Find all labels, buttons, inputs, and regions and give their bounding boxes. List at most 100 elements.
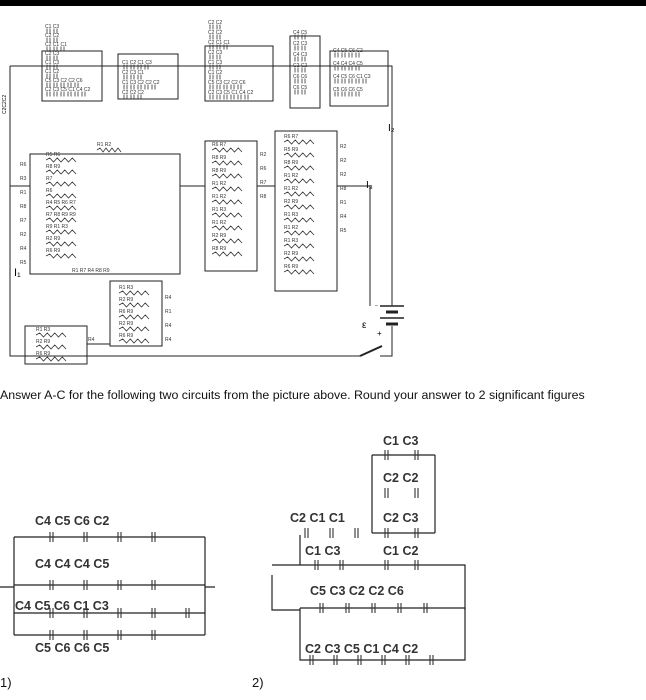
top-bank-right-a-label: C5 C3 C2 C2 C6: [208, 80, 246, 86]
top-bank-left-label: C1 C2: [45, 69, 59, 75]
top-bank-left-label: C2 C2: [45, 33, 59, 39]
top-bank-right-a-caps: [209, 64, 221, 70]
block-c-row-label: R2 R9: [284, 199, 298, 205]
block-c-row-resistor: [283, 256, 315, 262]
current-label-i3: I₃: [366, 180, 373, 191]
block-c-side-label: R8: [340, 186, 347, 192]
block-b-row-resistor: [211, 173, 243, 179]
top-bank-middle-caps: [123, 94, 142, 100]
c1-branch3-label: C4 C5 C6 C1 C3: [15, 599, 109, 613]
top-bank-right-c-label: C4 C5 C6 C1 C3: [333, 74, 371, 80]
resistor-chain-wire: [10, 185, 371, 306]
block-a-row-resistor: [45, 169, 77, 175]
block-a-row-label: R5 R6: [46, 152, 60, 158]
block-b-side-label: R8: [260, 194, 267, 200]
open-switch: [359, 345, 383, 357]
emf-label: ε: [362, 320, 367, 331]
block-b-row-label: R8 R9: [212, 246, 226, 252]
c2-bottom-caps: [309, 655, 434, 665]
block-a-frame: [29, 153, 181, 275]
c2-left-upper: C2 C1 C1: [290, 511, 345, 525]
top-bank-left-caps: [46, 82, 79, 88]
block-c-row-label: R2 R9: [284, 251, 298, 257]
top-bank-right-b-caps: [294, 45, 306, 51]
top-bank-right-a-label: C2 C1 C1: [208, 40, 230, 46]
detail-capacitor-symbols: [49, 450, 434, 665]
top-bank-left-label: C2 C3 C5 C1 C4 C2: [45, 87, 91, 93]
block-d-row-resistor: [118, 290, 150, 296]
top-bank-right-c-caps: [334, 78, 367, 84]
block-c-side-label: R5: [340, 228, 347, 234]
top-bank-right-b-caps: [294, 67, 306, 73]
block-a-row-label: R8 R9: [46, 164, 60, 170]
block-c-row-resistor: [283, 269, 315, 275]
block-a-row-label: R6: [46, 188, 53, 194]
circuit-1-label: 1): [0, 675, 12, 690]
block-c-row-label: R6 R9: [284, 264, 298, 270]
block-c-row-resistor: [283, 217, 315, 223]
block-d-row-resistor: [118, 314, 150, 320]
top-bank-right-b-label: C6 C5: [293, 85, 307, 91]
c1-branch4-label: C5 C6 C6 C5: [35, 641, 109, 655]
top-bank-right-b-label: C6 C6: [293, 74, 307, 80]
c1-branch-1-caps: [49, 532, 156, 542]
top-bank-left-caps: [46, 73, 58, 79]
question-instructions: Answer A-C for the following two circuit…: [0, 388, 585, 402]
c2-middle-caps: [319, 603, 428, 613]
top-bank-left-label: C2 C1 C1: [45, 42, 67, 48]
block-a-side-label: R2: [20, 232, 27, 238]
c2-top-stack-3-caps: [384, 528, 419, 538]
block-d-row-resistor: [118, 338, 150, 344]
block-a-row-resistor: [45, 229, 77, 235]
block-b-frame: [204, 140, 258, 272]
block-a-row-label: R4 R5 R6 R7: [46, 200, 76, 206]
c1-branch2-label: C4 C4 C4 C5: [35, 557, 109, 571]
top-bank-left-caps: [46, 46, 65, 52]
block-b-row-label: R1 R3: [212, 207, 226, 213]
top-bank-left-caps: [46, 28, 58, 34]
top-bank-right-a-label: C1 C2: [208, 70, 222, 76]
outer-top-wire: [10, 65, 393, 306]
top-bank-left-frame: [41, 50, 103, 102]
block-a-side-label: R1: [20, 190, 27, 196]
top-bank-left-label: C1 C3: [45, 24, 59, 30]
block-b-row-resistor: [211, 186, 243, 192]
battery-minus: –: [375, 303, 378, 309]
block-e-row-label: R1 R3: [36, 327, 50, 333]
block-b-row-resistor: [211, 238, 243, 244]
circuit2-top-stack-frame: [371, 454, 436, 534]
left-edge-label: C2C2C2: [2, 95, 8, 114]
battery-symbol: [380, 305, 404, 326]
top-bank-right-c-label: C4 C5 C6 C2: [333, 48, 363, 54]
block-a-side-label: R7: [20, 218, 27, 224]
block-a-side-label: R3: [20, 176, 27, 182]
block-c-row-label: R1 R2: [284, 225, 298, 231]
top-bank-right-a-label: C2 C3 C5 C1 C4 C2: [208, 90, 254, 96]
block-b-row-resistor: [211, 225, 243, 231]
block-e-row-resistor: [35, 356, 67, 362]
c1-branch-3-caps: [49, 608, 190, 618]
block-c-side-label: R2: [340, 144, 347, 150]
top-bank-right-b-label: C2 C3: [293, 41, 307, 47]
top-bank-right-b-label: C4 C5: [293, 30, 307, 36]
block-e-row-label: R6 R9: [36, 351, 50, 357]
block-b-side-label: R2: [260, 152, 267, 158]
block-c-row-label: R6 R7: [284, 134, 298, 140]
block-b-row-resistor: [211, 251, 243, 257]
block-d-side-label: R1: [165, 309, 172, 315]
top-bank-left-caps: [46, 64, 58, 70]
top-bank-right-a-caps: [209, 94, 249, 100]
circuit2-frame: [271, 535, 466, 611]
top-bank-right-b-caps: [294, 56, 306, 62]
top-bank-right-a-caps: [209, 84, 242, 90]
block-a-side-label: R5: [20, 260, 27, 266]
c2-top-stack-1: C1 C3: [383, 434, 418, 448]
block-b-row-label: R1 R2: [212, 181, 226, 187]
top-bank-left-label: C1 C3: [45, 60, 59, 66]
top-bank-right-a-label: C2 C2: [208, 20, 222, 26]
block-a-row-resistor: [45, 205, 77, 211]
block-e-row-label: R2 R9: [36, 339, 50, 345]
top-bank-right-b-caps: [294, 78, 306, 84]
top-bank-right-a-label: C2 C2: [208, 30, 222, 36]
c1-branch-4-caps: [49, 630, 156, 640]
